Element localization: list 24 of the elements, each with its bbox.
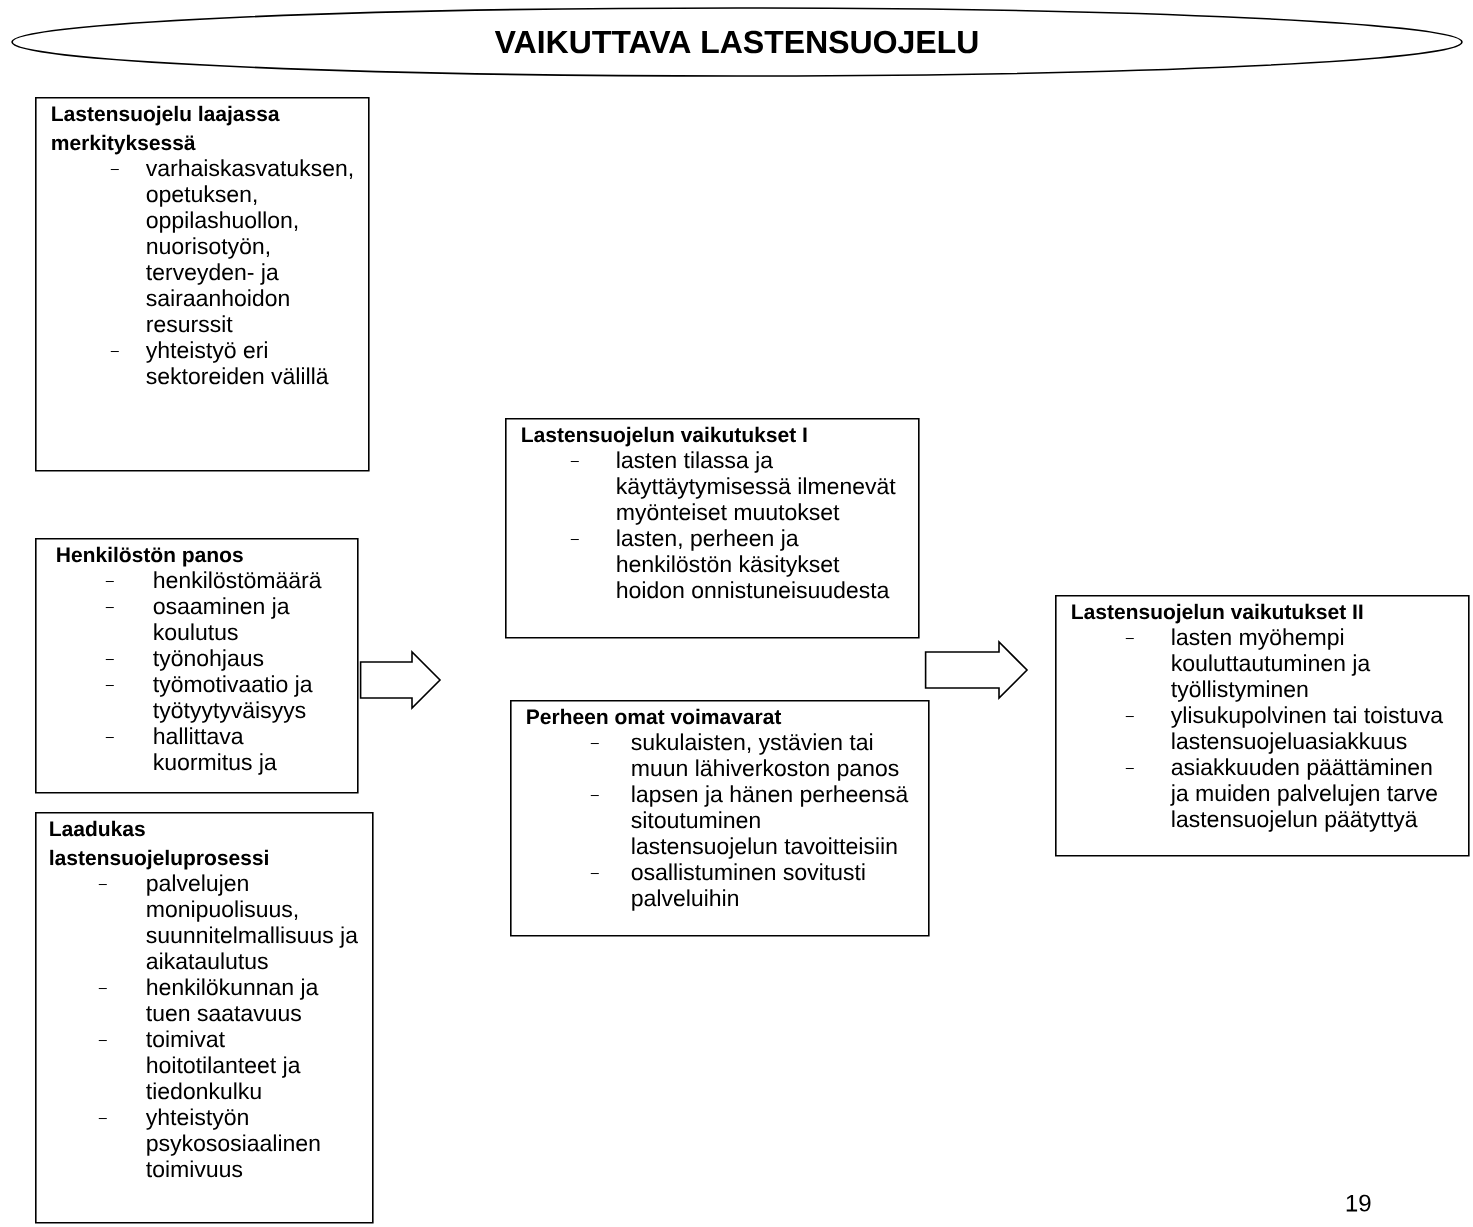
list-item: lasten, perheen ja henkilöstön käsitykset hoidon onnistuneisuudesta (570, 529, 890, 599)
text-box (35, 97, 370, 472)
list-item: yhteistyön psykososiaalinen toimivuus (98, 1108, 320, 1178)
text-box (510, 700, 930, 937)
text-box (35, 538, 359, 794)
text-box (35, 812, 374, 1224)
page-number: 19 (1346, 1194, 1371, 1212)
list-item: yhteistyö eri sektoreiden välillä (110, 341, 329, 385)
box-heading: Lastensuojelu laajassa merkityksessä (52, 105, 280, 155)
title-banner: VAIKUTTAVA LASTENSUOJELU (11, 7, 1463, 77)
box-heading: Lastensuojelun vaikutukset II (1072, 603, 1363, 624)
list-item: henkilöstömäärä (105, 571, 322, 589)
box-heading: Lastensuojelun vaikutukset I (522, 426, 807, 447)
block-arrow (359, 650, 442, 710)
list-item: asiakkuuden päättäminen ja muiden palvelujen tarve lastensuojelun päätyttyä (1125, 758, 1437, 832)
block-arrow (924, 640, 1029, 700)
box-heading: Perheen omat voimavarat (527, 708, 782, 725)
list-item: työnohjaus (105, 649, 264, 671)
list-item: hallittava kuormitus ja (105, 727, 277, 775)
text-box (1055, 595, 1470, 857)
box-heading: Laadukas lastensuojeluprosessi (50, 820, 268, 870)
text-box (505, 418, 920, 639)
list-item: osallistuminen sovitusti palveluihin (590, 863, 865, 911)
box-heading: Henkilöstön panos (57, 546, 243, 567)
